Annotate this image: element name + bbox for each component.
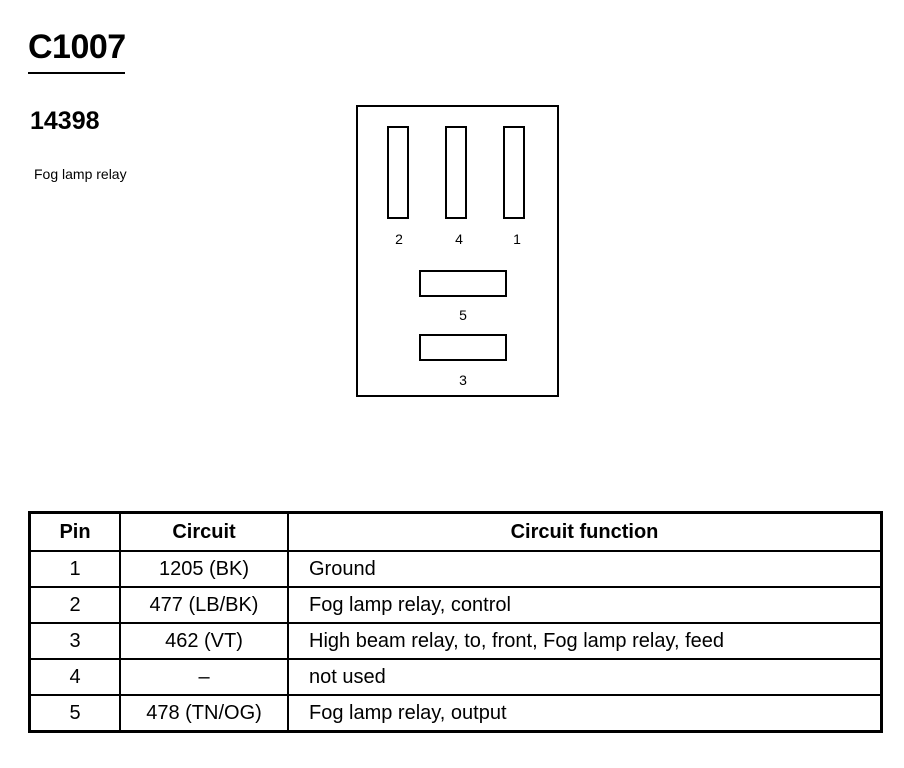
cell-function: High beam relay, to, front, Fog lamp rel… — [287, 622, 883, 660]
connector-id: C1007 — [28, 28, 126, 66]
table-row: 2 477 (LB/BK) Fog lamp relay, control — [28, 586, 883, 624]
header-circuit-function: Circuit function — [287, 511, 883, 552]
cell-pin: 2 — [28, 586, 121, 624]
cell-pin: 4 — [28, 658, 121, 696]
cell-circuit: – — [119, 658, 289, 696]
terminal-pin-2 — [387, 126, 409, 219]
cell-function: Ground — [287, 550, 883, 588]
terminal-pin-4 — [445, 126, 467, 219]
cell-function: Fog lamp relay, output — [287, 694, 883, 733]
terminal-pin-1 — [503, 126, 525, 219]
table-row: 3 462 (VT) High beam relay, to, front, F… — [28, 622, 883, 660]
cell-pin: 1 — [28, 550, 121, 588]
cell-pin: 3 — [28, 622, 121, 660]
terminal-pin-5 — [419, 270, 507, 297]
cell-circuit: 477 (LB/BK) — [119, 586, 289, 624]
cell-circuit: 478 (TN/OG) — [119, 694, 289, 733]
pin-circuit-table: Pin Circuit Circuit function 1 1205 (BK)… — [28, 511, 883, 733]
component-name: Fog lamp relay — [34, 166, 127, 182]
connector-id-underline — [28, 72, 125, 74]
pin-label-1: 1 — [513, 231, 521, 247]
cell-function: not used — [287, 658, 883, 696]
connector-face-diagram: 2 4 1 5 3 — [356, 105, 559, 397]
pin-label-4: 4 — [455, 231, 463, 247]
table-row: 1 1205 (BK) Ground — [28, 550, 883, 588]
terminal-pin-3 — [419, 334, 507, 361]
part-number: 14398 — [30, 107, 100, 135]
table-header-row: Pin Circuit Circuit function — [28, 511, 883, 552]
table-row: 4 – not used — [28, 658, 883, 696]
pin-label-3: 3 — [459, 372, 467, 388]
header-circuit: Circuit — [119, 511, 289, 552]
cell-circuit: 462 (VT) — [119, 622, 289, 660]
cell-pin: 5 — [28, 694, 121, 733]
table-row: 5 478 (TN/OG) Fog lamp relay, output — [28, 694, 883, 733]
pin-label-5: 5 — [459, 307, 467, 323]
pin-label-2: 2 — [395, 231, 403, 247]
cell-function: Fog lamp relay, control — [287, 586, 883, 624]
cell-circuit: 1205 (BK) — [119, 550, 289, 588]
header-pin: Pin — [28, 511, 121, 552]
